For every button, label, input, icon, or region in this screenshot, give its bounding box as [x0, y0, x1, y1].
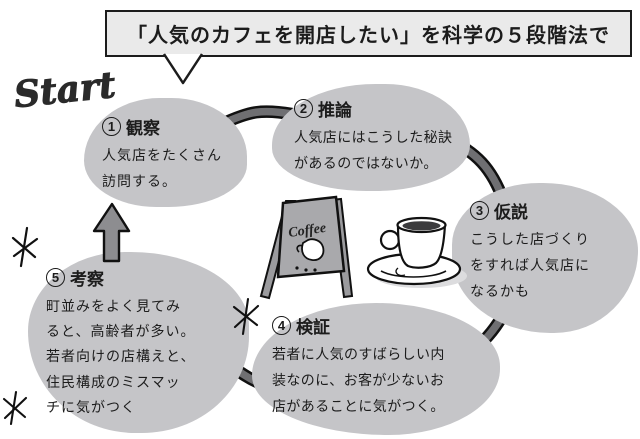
step-1-title: 観察: [126, 119, 160, 138]
step-4-description: 若者に人気のすばらしい内 装なのに、お客が少ないお 店があることに気がつく。: [272, 346, 445, 414]
step-1-number-badge: 1: [102, 117, 121, 136]
step-4-heading: 4 検証: [272, 313, 492, 338]
step-2-heading: 2 推論: [294, 96, 464, 121]
start-label: Start: [12, 63, 119, 116]
step-4-number-badge: 4: [272, 316, 291, 335]
step-2-title: 推論: [318, 101, 352, 120]
step-2-number-badge: 2: [294, 99, 313, 118]
step-1-description: 人気店をたくさん 訪問する。: [102, 147, 222, 189]
step-3-description: こうした店づくり をすれば人気店に なるかも: [470, 231, 590, 299]
step-5-number-badge: 5: [46, 268, 65, 287]
step-4-verification-bubble: 4 検証 若者に人気のすばらしい内 装なのに、お客が少ないお 店があることに気が…: [252, 303, 500, 435]
sparkle-icon: [11, 226, 39, 268]
step-3-heading: 3 仮説: [470, 198, 632, 223]
cup-body: [396, 223, 447, 269]
sparkle-icon: [2, 390, 28, 426]
step-4-title: 検証: [296, 318, 330, 337]
title-bubble-tail: [162, 53, 204, 85]
title-bubble: 「人気のカフェを開店したい」を科学の５段階法で: [105, 10, 632, 57]
coffee-surface: [402, 221, 441, 231]
sign-dots: [295, 266, 317, 272]
step-2-description: 人気店にはこうした秘訣 があるのではないか。: [294, 129, 453, 171]
coffee-sign-illustration: Coffee: [259, 195, 354, 300]
step-3-number-badge: 3: [470, 201, 489, 220]
step-1-heading: 1 観察: [102, 114, 239, 139]
cup-handle: [379, 229, 401, 251]
svg-text:Start: Start: [12, 64, 118, 116]
step-5-description: 町並みをよく見てみ ると、高齢者が多い。 若者向けの店構えと、 住民構成のミスマ…: [46, 298, 196, 415]
step-2-inference-bubble: 2 推論 人気店にはこうした秘訣 があるのではないか。: [272, 84, 470, 191]
sign-text: Coffee: [288, 221, 328, 241]
step-3-title: 仮説: [494, 203, 528, 222]
step-3-hypothesis-bubble: 3 仮説 こうした店づくり をすれば人気店に なるかも: [452, 183, 638, 333]
step-5-consideration-bubble: 5 考察 町並みをよく見てみ ると、高齢者が多い。 若者向けの店構えと、 住民構…: [28, 252, 249, 433]
diagram-title: 「人気のカフェを開店したい」を科学の５段階法で: [127, 25, 610, 47]
step-5-heading: 5 考察: [46, 265, 243, 290]
sign-cup-doodle: [301, 238, 325, 261]
step-5-title: 考察: [70, 270, 104, 289]
